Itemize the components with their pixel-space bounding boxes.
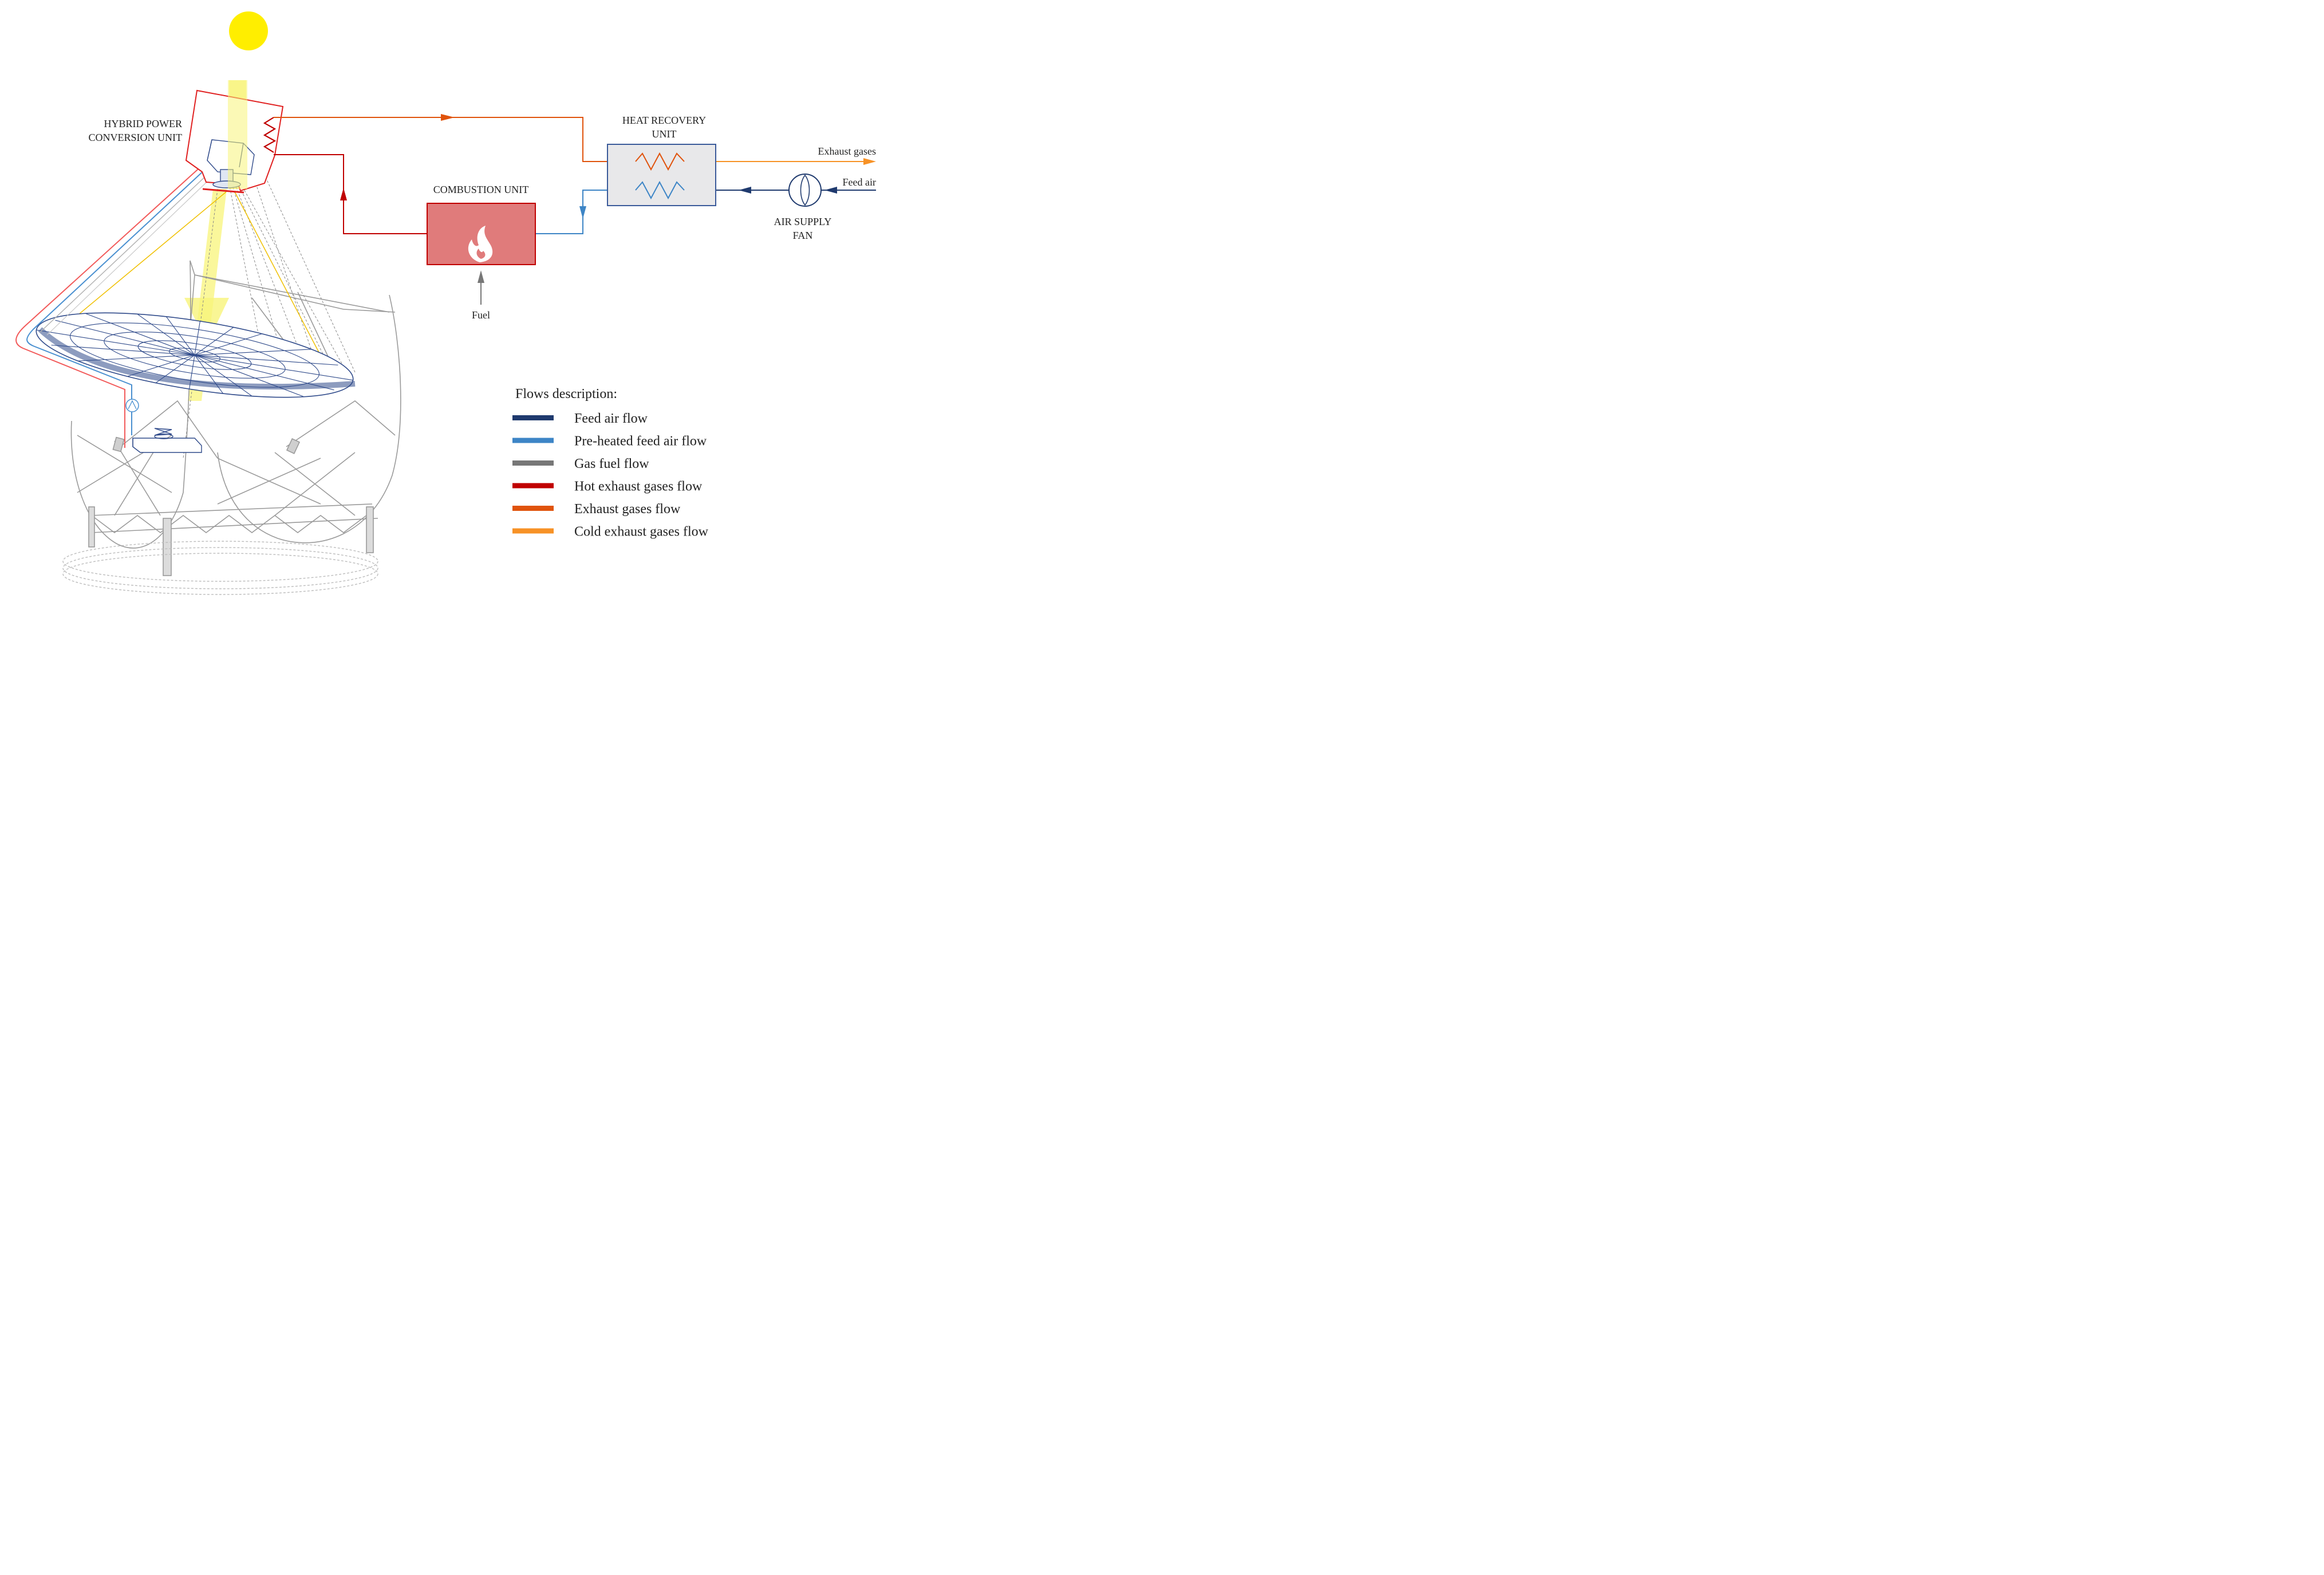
legend-item: Gas fuel flow — [512, 456, 649, 471]
hru-label-line1: HEAT RECOVERY — [622, 115, 706, 126]
hpcu-pipes — [15, 159, 223, 448]
diagram-canvas: HYBRID POWER CONVERSION UNIT HEAT RECOVE… — [15, 11, 876, 595]
sun-icon — [229, 11, 268, 50]
legend-label: Gas fuel flow — [574, 456, 649, 471]
legend-title: Flows description: — [515, 387, 617, 401]
fan-label-line2: FAN — [793, 230, 813, 241]
heat-recovery-unit — [607, 144, 716, 206]
edge-rays — [57, 191, 327, 367]
legend-swatch — [512, 506, 554, 511]
hpcu-label-line2: CONVERSION UNIT — [89, 132, 183, 143]
legend-swatch — [512, 483, 554, 489]
exhaust-gases-label: Exhaust gases — [818, 145, 876, 157]
hot-exhaust-flow-line — [274, 154, 427, 234]
diagram-stage: HYBRID POWER CONVERSION UNIT HEAT RECOVE… — [0, 0, 889, 601]
dish-structure — [70, 260, 401, 576]
legend-item: Pre-heated feed air flow — [512, 434, 707, 449]
legend-swatch — [512, 438, 554, 443]
flows-legend: Flows description: Feed air flowPre-heat… — [512, 387, 709, 540]
legend-label: Hot exhaust gases flow — [574, 479, 703, 494]
fan-icon — [788, 174, 822, 207]
hru-label-line2: UNIT — [652, 128, 677, 140]
legend-item: Feed air flow — [512, 411, 648, 426]
legend-item: Exhaust gases flow — [512, 502, 681, 517]
legend-label: Pre-heated feed air flow — [574, 434, 707, 449]
legend-swatch — [512, 528, 554, 534]
base-ring — [62, 541, 378, 595]
hybrid-power-conversion-unit — [185, 80, 284, 194]
fan-label-line1: AIR SUPPLY — [774, 216, 832, 227]
legend-item: Cold exhaust gases flow — [512, 525, 709, 540]
legend-swatch — [512, 415, 554, 420]
fuel-label: Fuel — [472, 309, 490, 321]
legend-label: Feed air flow — [574, 411, 648, 426]
pump-icon — [125, 399, 139, 412]
feed-air-flow-line — [684, 187, 876, 194]
combustion-label: COMBUSTION UNIT — [433, 184, 529, 195]
combustion-unit — [427, 203, 536, 265]
parabolic-dish — [35, 312, 356, 398]
ground-fan-unit — [132, 428, 202, 453]
focus-rays — [183, 166, 356, 459]
legend-swatch — [512, 460, 554, 466]
hpcu-label-line1: HYBRID POWER — [104, 118, 182, 129]
legend-label: Cold exhaust gases flow — [574, 525, 709, 540]
legend-label: Exhaust gases flow — [574, 502, 681, 517]
feed-air-label: Feed air — [843, 176, 876, 188]
flame-icon — [468, 226, 493, 262]
fuel-flow-line — [478, 270, 484, 305]
legend-item: Hot exhaust gases flow — [512, 479, 703, 494]
